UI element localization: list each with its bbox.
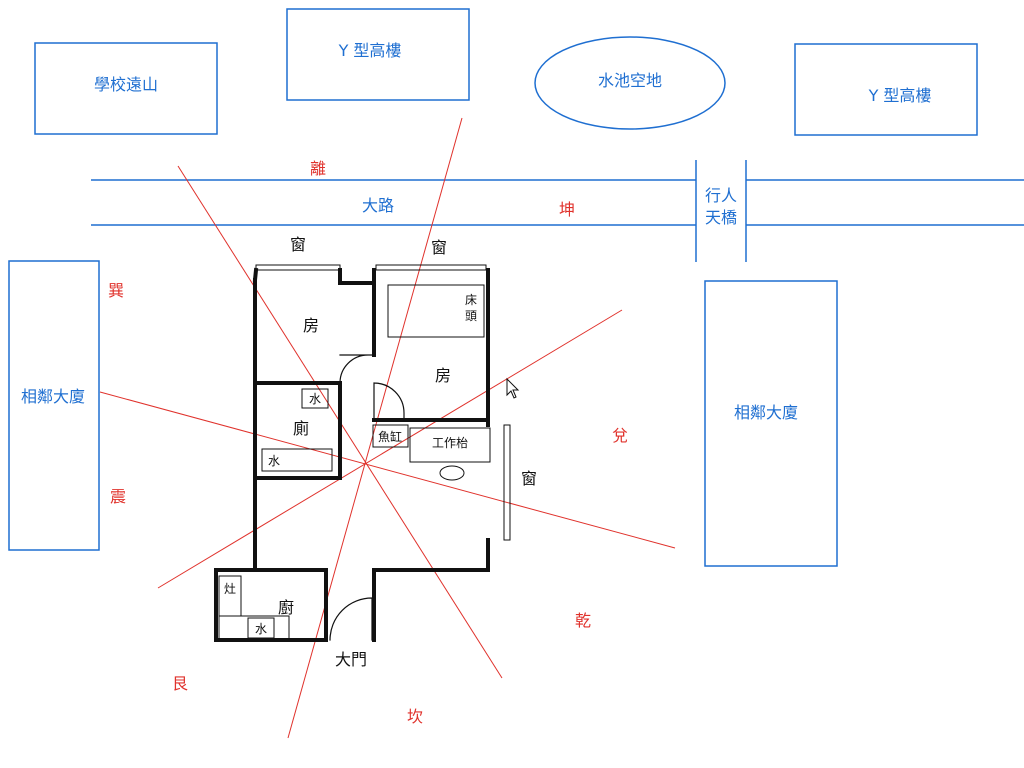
fish-tank xyxy=(372,424,409,448)
toilet-water-box-2 xyxy=(261,448,333,472)
door-main-entrance xyxy=(329,597,373,641)
y-tower-right-box xyxy=(794,43,978,136)
trigram-qian: 乾 xyxy=(575,611,591,630)
window-frame-top-left xyxy=(255,264,341,271)
workbench xyxy=(409,427,491,463)
pond-label: 水池空地 xyxy=(598,71,662,90)
bed-head-label-1: 床 xyxy=(465,293,477,307)
trigram-li: 離 xyxy=(310,159,326,178)
trigram-gen: 艮 xyxy=(172,674,188,693)
neighbor-building-right xyxy=(704,280,838,567)
room-right-label: 房 xyxy=(435,366,451,385)
door-left-room xyxy=(339,354,373,384)
kitchen-counter xyxy=(218,615,290,641)
floor-plan xyxy=(214,264,511,642)
school-mountain-label: 學校遠山 xyxy=(94,75,158,94)
bed xyxy=(387,284,485,338)
y-tower-right-label: Y 型高樓 xyxy=(868,86,932,105)
room-left-label: 房 xyxy=(303,316,319,335)
toilet-water-box-1 xyxy=(301,388,329,409)
water-label-1: 水 xyxy=(309,392,321,406)
neighbor-right-label: 相鄰大廈 xyxy=(734,403,798,422)
door-right-room xyxy=(373,382,405,421)
water-label-3: 水 xyxy=(255,622,267,636)
road-label: 大路 xyxy=(362,196,394,215)
bed-head-label-2: 頭 xyxy=(465,309,477,323)
school-mountain-box xyxy=(34,42,218,135)
window-label-top-right: 窗 xyxy=(431,238,447,257)
trigram-dui: 兌 xyxy=(612,426,628,445)
workbench-label: 工作枱 xyxy=(432,435,468,450)
y-tower-left-box xyxy=(286,8,470,101)
neighbor-building-left xyxy=(8,260,100,551)
direction-line-li-kan xyxy=(287,117,463,739)
kitchen-water-box xyxy=(247,617,275,639)
window-frame-right xyxy=(503,424,511,541)
trigram-xun: 巽 xyxy=(108,281,124,300)
mouse-cursor-icon xyxy=(506,377,520,399)
workbench-sink xyxy=(439,465,465,481)
trigram-kan: 坎 xyxy=(407,707,423,726)
fish-tank-label: 魚缸 xyxy=(378,429,402,444)
main-door-label: 大門 xyxy=(335,650,367,669)
trigram-kun: 坤 xyxy=(559,200,575,219)
water-label-2: 水 xyxy=(268,454,280,468)
neighbor-left-label: 相鄰大廈 xyxy=(21,387,85,406)
direction-line-zhen-dui xyxy=(99,391,676,549)
window-frame-top-right xyxy=(375,264,487,271)
toilet-label: 廁 xyxy=(293,419,309,438)
window-label-top-left: 窗 xyxy=(290,235,306,254)
footbridge-label-2: 天橋 xyxy=(705,208,737,227)
window-label-right: 窗 xyxy=(521,469,537,488)
kitchen-label: 廚 xyxy=(278,598,294,617)
pond-ellipse xyxy=(534,36,726,130)
footbridge-label-1: 行人 xyxy=(705,186,737,205)
direction-line-gen-kun xyxy=(157,309,623,589)
trigram-zhen: 震 xyxy=(110,487,126,506)
stove-label: 灶 xyxy=(224,582,236,596)
y-tower-left-label: Y 型高樓 xyxy=(338,41,402,60)
